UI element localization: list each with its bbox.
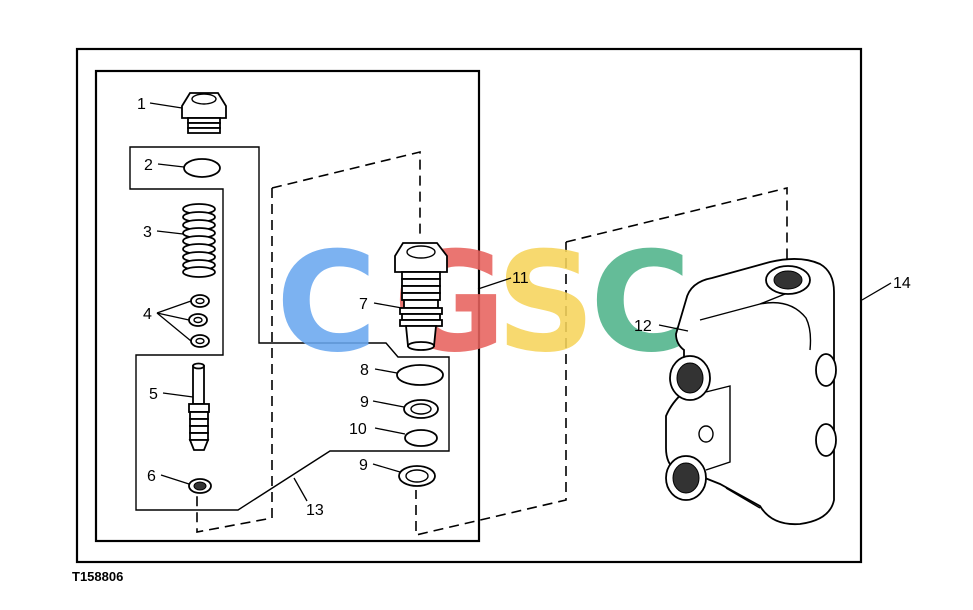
poppet-stem [188, 362, 210, 451]
backup-ring-upper [403, 399, 439, 419]
assembly-line-left [196, 188, 273, 533]
callout-5: 5 [149, 386, 158, 403]
callout-14: 14 [893, 275, 911, 292]
valve-housing [665, 258, 837, 526]
callout-8: 8 [360, 362, 369, 379]
callout-7: 7 [359, 296, 368, 313]
o-ring-8 [396, 364, 444, 386]
assembly-line-upper [271, 150, 421, 238]
o-ring-2 [183, 158, 221, 178]
assembly-line-right-upper [565, 186, 788, 262]
watermark-letter-c2: C [590, 222, 691, 383]
callout-9-upper: 9 [360, 394, 369, 411]
figure-id: T158806 [72, 569, 123, 584]
o-ring-10 [404, 429, 438, 447]
callout-3: 3 [143, 224, 152, 241]
callout-10: 10 [349, 421, 367, 438]
callout-13: 13 [306, 502, 324, 519]
backup-ring-lower [398, 465, 436, 487]
valve-cartridge [394, 242, 448, 351]
kit-frame [94, 69, 481, 543]
leader-lines [149, 102, 892, 502]
washers [188, 294, 210, 348]
watermark-letter-c1: C [276, 222, 377, 383]
callout-6: 6 [147, 468, 156, 485]
watermark: C G S C [276, 222, 691, 383]
callout-9-lower: 9 [359, 457, 368, 474]
watermark-letter-s: S [496, 222, 595, 383]
spring [182, 203, 216, 278]
callout-2: 2 [144, 157, 153, 174]
seat-ring [188, 478, 212, 494]
outer-frame [75, 47, 863, 564]
plug-cap [181, 92, 227, 134]
callout-4: 4 [143, 306, 152, 323]
assembly-line-right-lower [415, 242, 567, 537]
callout-11: 11 [512, 270, 529, 287]
callout-1: 1 [137, 96, 146, 113]
callout-12: 12 [634, 318, 652, 335]
kit-group-outline [129, 146, 450, 511]
